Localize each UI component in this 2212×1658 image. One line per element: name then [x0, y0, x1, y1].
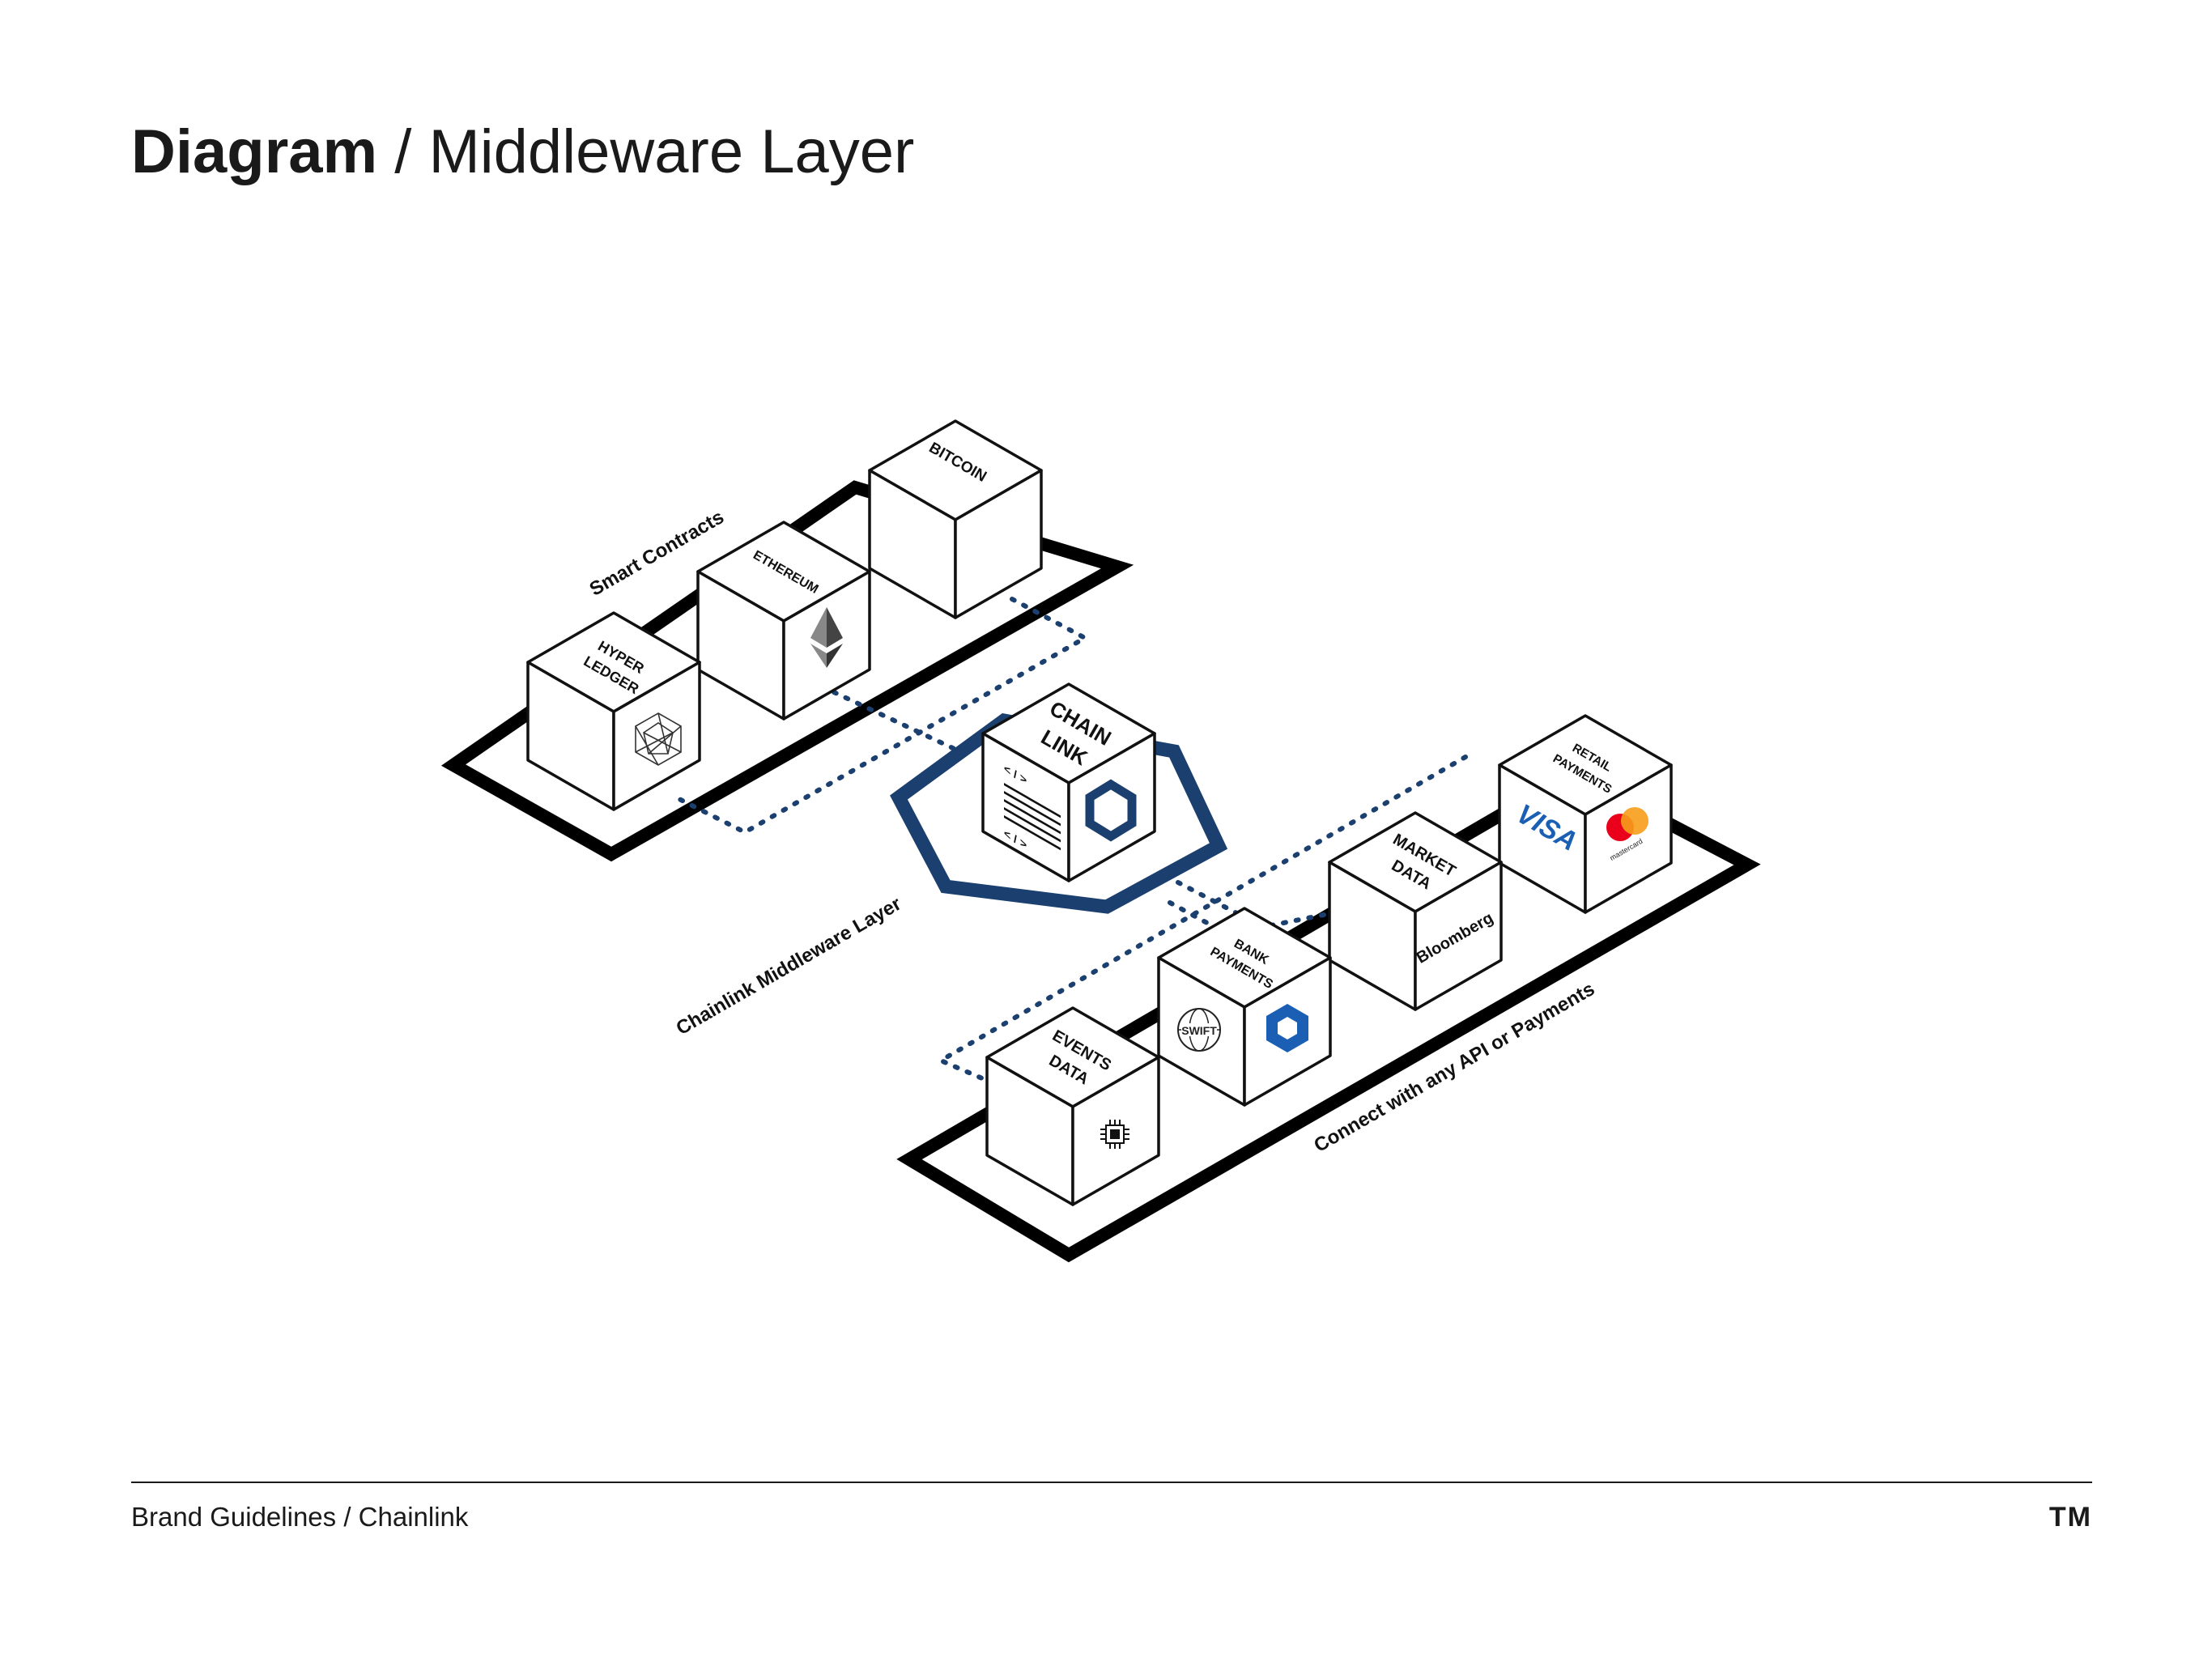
events-data-block: EVENTS DATA	[985, 1006, 1160, 1206]
chip-icon	[1100, 1120, 1129, 1149]
retail-payments-block: RETAIL PAYMENTS VISA mastercard	[1498, 714, 1673, 914]
api-platform	[896, 765, 1761, 1263]
hyperledger-icon	[635, 712, 682, 766]
market-data-block: MARKET DATA Bloomberg	[1328, 811, 1503, 1011]
bank-payments-block: BANK PAYMENTS SWIFT	[1157, 907, 1332, 1107]
connect-any-label: Connect with any API or Payments	[1310, 978, 1598, 1157]
footer-trademark: TM	[2048, 1502, 2092, 1533]
page-title-bold: Diagram	[131, 117, 378, 186]
ethereum-icon	[810, 607, 843, 668]
page-title: Diagram / Middleware Layer	[131, 121, 914, 183]
chase-bank-icon	[1266, 1004, 1308, 1052]
chainlink-hexagon-ring	[890, 712, 1228, 914]
hyperledger-block: HYPER LEDGER	[526, 611, 701, 811]
swift-label: SWIFT	[1181, 1024, 1217, 1037]
footer-divider	[131, 1482, 2092, 1483]
ethereum-block: ETHEREUM	[696, 521, 871, 721]
footer-brand-text: Brand Guidelines / Chainlink	[131, 1502, 469, 1532]
chainlink-block: CHAIN LINK < / > < / >	[981, 682, 1156, 882]
swift-logo: SWIFT	[1177, 1008, 1221, 1052]
page-title-rest: / Middleware Layer	[377, 117, 915, 186]
middleware-layer-label: Chainlink Middleware Layer	[673, 893, 905, 1039]
chainlink-hexagon-icon	[1085, 779, 1137, 842]
bitcoin-block: BITCOIN	[868, 419, 1043, 619]
